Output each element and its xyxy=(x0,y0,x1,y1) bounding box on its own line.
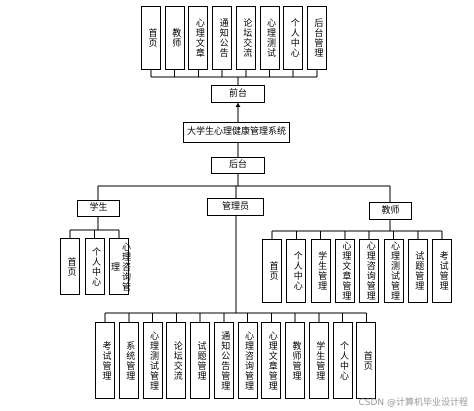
admin-module-label: 心理测试管理 xyxy=(148,330,158,391)
student-module-label: 心理咨询管理 xyxy=(109,241,130,292)
watermark: CSDN @计算机毕业设计程 xyxy=(358,398,468,408)
front-node: 前台 xyxy=(211,85,265,103)
teacher-module-box: 心理咨询管理 xyxy=(359,239,380,303)
admin-module-label: 论坛交流 xyxy=(171,340,182,381)
teacher-role-node: 教师 xyxy=(369,202,412,220)
student-module-box: 首页 xyxy=(60,238,80,295)
front-module-box: 心理文章 xyxy=(188,6,209,70)
teacher-module-label: 试题管理 xyxy=(413,251,424,291)
front-module-label: 心理文章 xyxy=(193,18,204,58)
front-module-label: 教师 xyxy=(170,28,181,48)
front-module-label: 个人中心 xyxy=(288,18,299,58)
teacher-module-box: 首页 xyxy=(262,239,282,303)
teacher-module-box: 试题管理 xyxy=(407,239,428,303)
admin-module-label: 心理咨询管理 xyxy=(243,330,253,391)
teacher-module-label: 个人中心 xyxy=(291,251,302,291)
admin-module-label: 学生管理 xyxy=(314,340,325,381)
student-module-box: 个人中心 xyxy=(84,238,105,295)
admin-role-node: 管理员 xyxy=(207,198,264,216)
teacher-module-label: 首页 xyxy=(267,261,278,281)
front-module-box: 首页 xyxy=(141,6,161,70)
front-module-box: 后台管理 xyxy=(306,6,327,70)
front-arrow-head xyxy=(235,103,241,107)
student-role-node: 学生 xyxy=(77,200,120,217)
front-module-box: 论坛交流 xyxy=(235,6,256,70)
admin-module-box: 论坛交流 xyxy=(166,322,187,399)
front-module-label: 后台管理 xyxy=(312,18,323,58)
system-title-node: 大学生心理健康管理系统 xyxy=(183,122,290,143)
front-module-box: 通知公告 xyxy=(212,6,233,70)
admin-module-box: 心理咨询管理 xyxy=(237,322,258,399)
admin-module-box: 通知公告管理 xyxy=(213,322,234,399)
teacher-module-box: 个人中心 xyxy=(286,239,307,303)
teacher-module-label: 心理文章管理 xyxy=(340,241,351,301)
admin-module-box: 试题管理 xyxy=(190,322,210,399)
teacher-module-box: 学生管理 xyxy=(310,239,331,303)
front-module-label: 论坛交流 xyxy=(241,18,252,58)
teacher-module-box: 考试管理 xyxy=(432,239,453,303)
admin-module-box: 教师管理 xyxy=(285,322,305,399)
admin-module-box: 系统管理 xyxy=(118,322,139,399)
teacher-module-box: 心理测试管理 xyxy=(383,239,404,303)
admin-module-label: 首页 xyxy=(361,350,372,371)
front-module-label: 心理测试 xyxy=(265,18,275,58)
teacher-module-label: 心理咨询管理 xyxy=(364,241,375,301)
student-module-label: 个人中心 xyxy=(90,246,100,287)
admin-module-label: 教师管理 xyxy=(290,340,301,381)
front-module-box: 心理测试 xyxy=(259,6,280,70)
front-module-box: 个人中心 xyxy=(283,6,304,70)
back-node: 后台 xyxy=(211,157,265,174)
admin-module-box: 学生管理 xyxy=(308,322,329,399)
teacher-module-box: 心理文章管理 xyxy=(334,239,355,303)
admin-module-box: 首页 xyxy=(356,322,377,399)
admin-module-box: 考试管理 xyxy=(95,322,115,399)
admin-module-box: 心理文章管理 xyxy=(261,322,282,399)
admin-module-label: 心理文章管理 xyxy=(266,330,277,391)
teacher-module-label: 心理测试管理 xyxy=(389,241,399,301)
student-module-label: 首页 xyxy=(65,256,76,277)
admin-module-label: 考试管理 xyxy=(100,340,111,381)
admin-module-label: 试题管理 xyxy=(195,340,206,381)
admin-module-label: 个人中心 xyxy=(338,340,348,381)
student-module-box: 心理咨询管理 xyxy=(109,238,130,295)
front-module-box: 教师 xyxy=(164,6,185,70)
teacher-module-label: 学生管理 xyxy=(316,251,327,291)
admin-module-label: 系统管理 xyxy=(124,340,135,381)
teacher-module-label: 考试管理 xyxy=(437,251,448,291)
admin-module-label: 通知公告管理 xyxy=(219,330,230,391)
admin-module-box: 心理测试管理 xyxy=(142,322,163,399)
admin-module-box: 个人中心 xyxy=(332,322,353,399)
front-module-label: 通知公告 xyxy=(217,18,228,58)
front-module-label: 首页 xyxy=(146,28,157,48)
